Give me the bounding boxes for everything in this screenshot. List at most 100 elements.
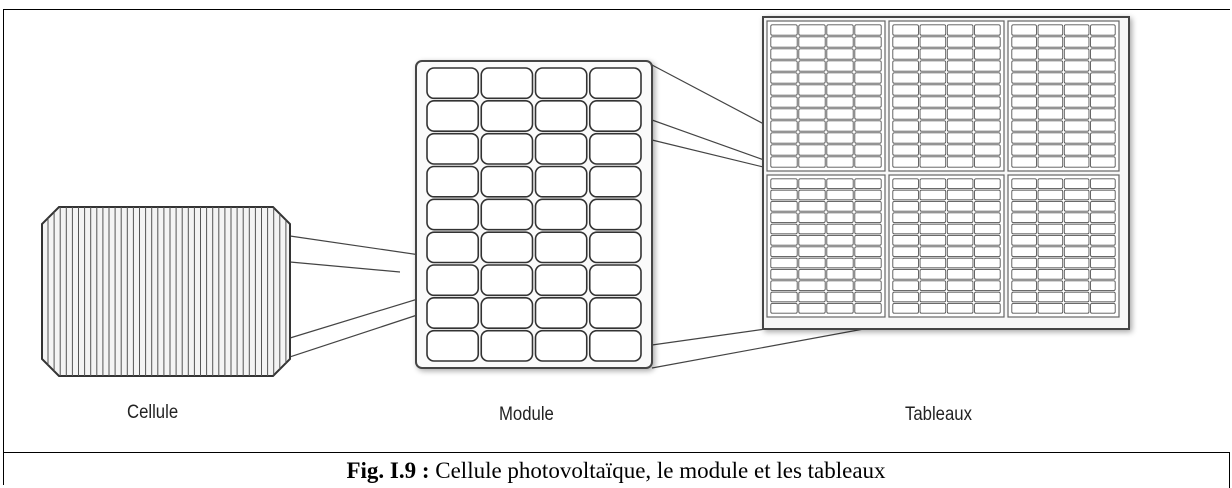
array-cell [919, 156, 947, 168]
array-cell [770, 36, 798, 48]
array-cell [946, 36, 974, 48]
array-cell [1037, 48, 1064, 60]
array-cell [1063, 108, 1090, 120]
module-cell [426, 100, 480, 132]
array-cell [798, 84, 826, 96]
array-cell [854, 84, 882, 96]
array-cell [854, 72, 882, 84]
array-cell [946, 189, 974, 201]
array-cell [946, 303, 974, 314]
array-cell [919, 269, 947, 280]
array-cell [1090, 48, 1116, 60]
array-cell [1037, 269, 1064, 280]
array-cell [946, 156, 974, 168]
array-cell [1090, 36, 1116, 48]
array-cell [974, 108, 1001, 120]
array-cell [798, 156, 826, 168]
array-cell [854, 156, 882, 168]
array-cell [946, 212, 974, 223]
module-cell [426, 231, 480, 264]
array-cell [770, 223, 798, 235]
array-cell [946, 223, 974, 235]
array-cell [826, 246, 854, 257]
array-cell [854, 280, 882, 291]
array-cell [798, 96, 826, 108]
array-cell [892, 246, 919, 257]
array-cell [892, 212, 919, 223]
module-cell [588, 165, 642, 198]
array-cell [1090, 257, 1116, 269]
module-cell [426, 67, 480, 100]
array-cell [770, 269, 798, 280]
array-cell [892, 96, 919, 108]
array-cell [892, 178, 919, 189]
array-cell [1063, 96, 1090, 108]
array-cell [892, 201, 919, 212]
array-cell [919, 72, 947, 84]
array-cell [798, 269, 826, 280]
tableaux-label: Tableaux [905, 404, 972, 425]
array-cell [1011, 144, 1037, 156]
module-cell [426, 198, 480, 231]
module-cell [534, 132, 588, 165]
caption-right-border [1229, 452, 1230, 488]
array-cell [919, 303, 947, 314]
array-cell [1037, 189, 1064, 201]
array-cell [770, 132, 798, 144]
array-cell [919, 24, 947, 36]
array-cell [854, 60, 882, 72]
array-cell [974, 132, 1001, 144]
array-cell [798, 72, 826, 84]
module-cell [534, 67, 588, 100]
array-cell [974, 84, 1001, 96]
array-cell [1037, 84, 1064, 96]
array-cell [1063, 269, 1090, 280]
array-cell [892, 223, 919, 235]
array-cell [826, 156, 854, 168]
array-cell [946, 257, 974, 269]
array-cell [826, 269, 854, 280]
array-cell [892, 60, 919, 72]
array-cell [1037, 212, 1064, 223]
array-cell [1011, 72, 1037, 84]
array-cell [854, 24, 882, 36]
array-cell [1063, 144, 1090, 156]
array-cell [974, 201, 1001, 212]
array-cell [770, 201, 798, 212]
pv-hierarchy-diagram [41, 16, 1130, 377]
array-cell [798, 132, 826, 144]
array-cell [1063, 257, 1090, 269]
array-cell [826, 36, 854, 48]
module-cell [426, 264, 480, 297]
array-cell [798, 291, 826, 303]
array-cell [1037, 178, 1064, 189]
array-cell [1037, 246, 1064, 257]
array-cell [854, 189, 882, 201]
module-cell [426, 165, 480, 198]
array-cell [974, 120, 1001, 132]
array-cell [1037, 24, 1064, 36]
array-cell [974, 303, 1001, 314]
array-cell [946, 24, 974, 36]
array-cell [826, 257, 854, 269]
module-cell [534, 329, 588, 362]
array-cell [919, 189, 947, 201]
array-cell [1037, 72, 1064, 84]
array-cell [1063, 132, 1090, 144]
array-cell [919, 280, 947, 291]
array-cell [1037, 223, 1064, 235]
array-cell [1011, 235, 1037, 246]
array-cell [1011, 48, 1037, 60]
array-cell [826, 24, 854, 36]
array-cell [1090, 60, 1116, 72]
array-cell [974, 223, 1001, 235]
array-cell [854, 120, 882, 132]
array-cell [974, 246, 1001, 257]
array-cell [1090, 108, 1116, 120]
array-cell [1063, 72, 1090, 84]
array-cell [798, 201, 826, 212]
array-cell [854, 257, 882, 269]
array-cell [919, 235, 947, 246]
array-cell [946, 72, 974, 84]
array-cell [974, 269, 1001, 280]
